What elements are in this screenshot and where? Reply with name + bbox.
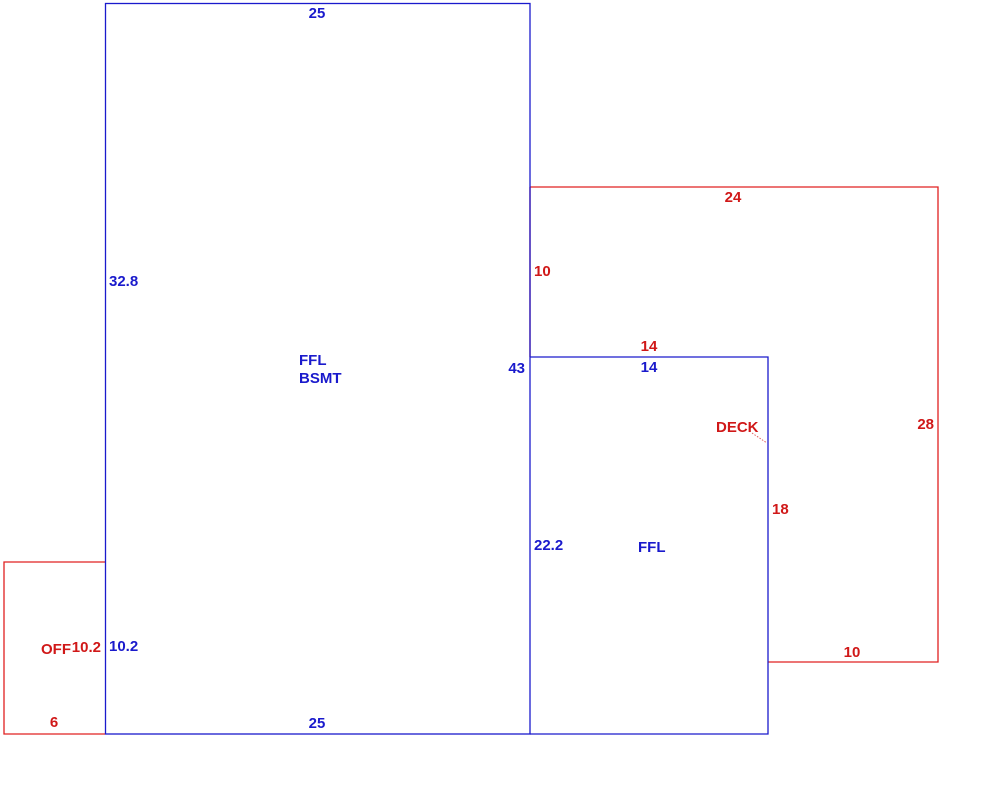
deck-bottom-dimension: 10 xyxy=(844,644,861,661)
wing-area-label: FFL xyxy=(638,539,666,556)
main-top-dimension: 25 xyxy=(309,5,326,22)
off-bottom-dimension: 6 xyxy=(50,714,58,731)
off-right-dimension: 10.2 xyxy=(72,639,101,656)
off-outline xyxy=(3,561,105,735)
rear-wing-outline xyxy=(530,356,769,735)
deck-top-dimension: 24 xyxy=(725,189,742,206)
main-left-dimension: 32.8 xyxy=(109,273,138,290)
main-right-dimension: 43 xyxy=(508,360,525,377)
deck-left-dimension: 10 xyxy=(534,263,551,280)
deck-area-label: DECK xyxy=(716,419,759,436)
deck-inner-top-dimension: 14 xyxy=(641,338,658,355)
main-house-outline xyxy=(104,2,531,735)
wing-top-dimension: 14 xyxy=(641,359,658,376)
main-bottom-dimension: 25 xyxy=(309,715,326,732)
deck-inner-right-dimension: 18 xyxy=(772,501,789,518)
main-area-label-ffl: FFL xyxy=(299,352,327,369)
wing-left-dimension: 22.2 xyxy=(534,537,563,554)
off-area-label: OFF xyxy=(41,641,71,658)
main-lower-left-dimension: 10.2 xyxy=(109,638,138,655)
deck-right-dimension: 28 xyxy=(917,416,934,433)
deck-leader-line xyxy=(751,432,768,444)
main-area-label-bsmt: BSMT xyxy=(299,370,342,387)
deck-outline xyxy=(530,186,939,663)
